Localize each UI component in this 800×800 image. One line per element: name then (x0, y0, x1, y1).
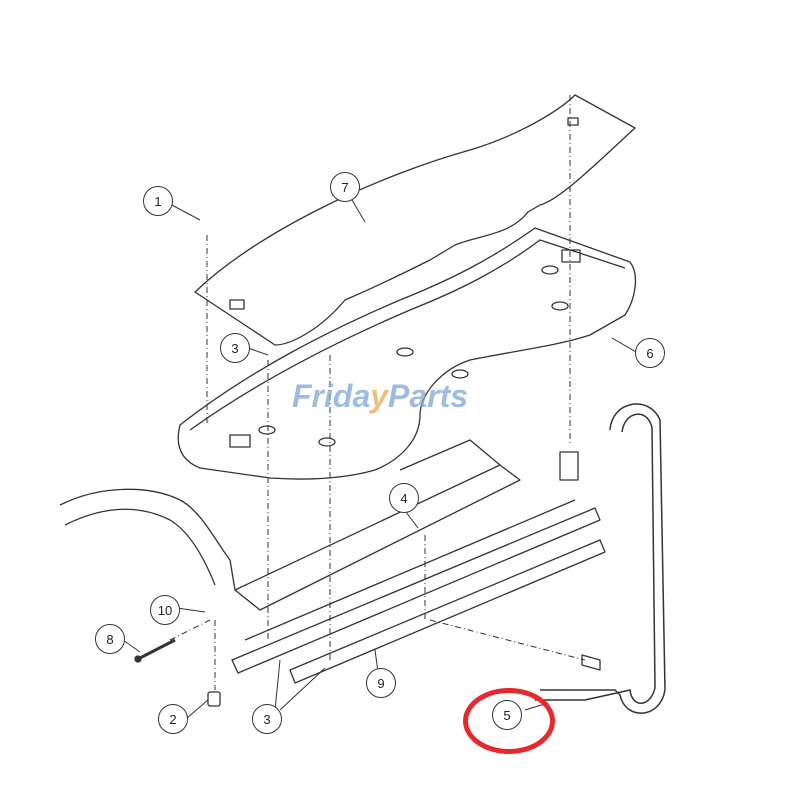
callout-6[interactable]: 6 (635, 338, 665, 368)
callout-label: 9 (377, 675, 385, 691)
seat-base-part-6 (177, 227, 637, 480)
callout-2[interactable]: 2 (158, 704, 188, 734)
callout-label: 7 (341, 179, 349, 195)
centerlines (169, 95, 586, 690)
bolt-part-8 (134, 638, 176, 663)
rail-assembly-part-9 (231, 451, 606, 684)
callout-label: 6 (646, 345, 654, 361)
callout-3-top[interactable]: 3 (220, 333, 250, 363)
callout-10[interactable]: 10 (150, 595, 180, 625)
watermark-logo: FridayParts (292, 378, 469, 414)
callout-9[interactable]: 9 (366, 668, 396, 698)
loop-rail-part-5 (535, 403, 666, 714)
callout-label: 3 (263, 711, 271, 727)
callout-1[interactable]: 1 (143, 186, 173, 216)
callout-label: 8 (106, 631, 114, 647)
callout-label: 4 (400, 490, 408, 506)
callout-7[interactable]: 7 (330, 172, 360, 202)
callout-label: 10 (157, 602, 173, 618)
callout-label: 2 (169, 711, 177, 727)
leader-lines (122, 199, 637, 719)
callout-3-bottom[interactable]: 3 (252, 704, 282, 734)
callout-4[interactable]: 4 (389, 483, 419, 513)
callout-label: 3 (231, 340, 239, 356)
cap-part-2 (207, 691, 221, 707)
cover-panel-part-7 (194, 94, 636, 346)
callout-label: 1 (154, 193, 162, 209)
callout-8[interactable]: 8 (95, 624, 125, 654)
highlight-circle (463, 688, 555, 754)
